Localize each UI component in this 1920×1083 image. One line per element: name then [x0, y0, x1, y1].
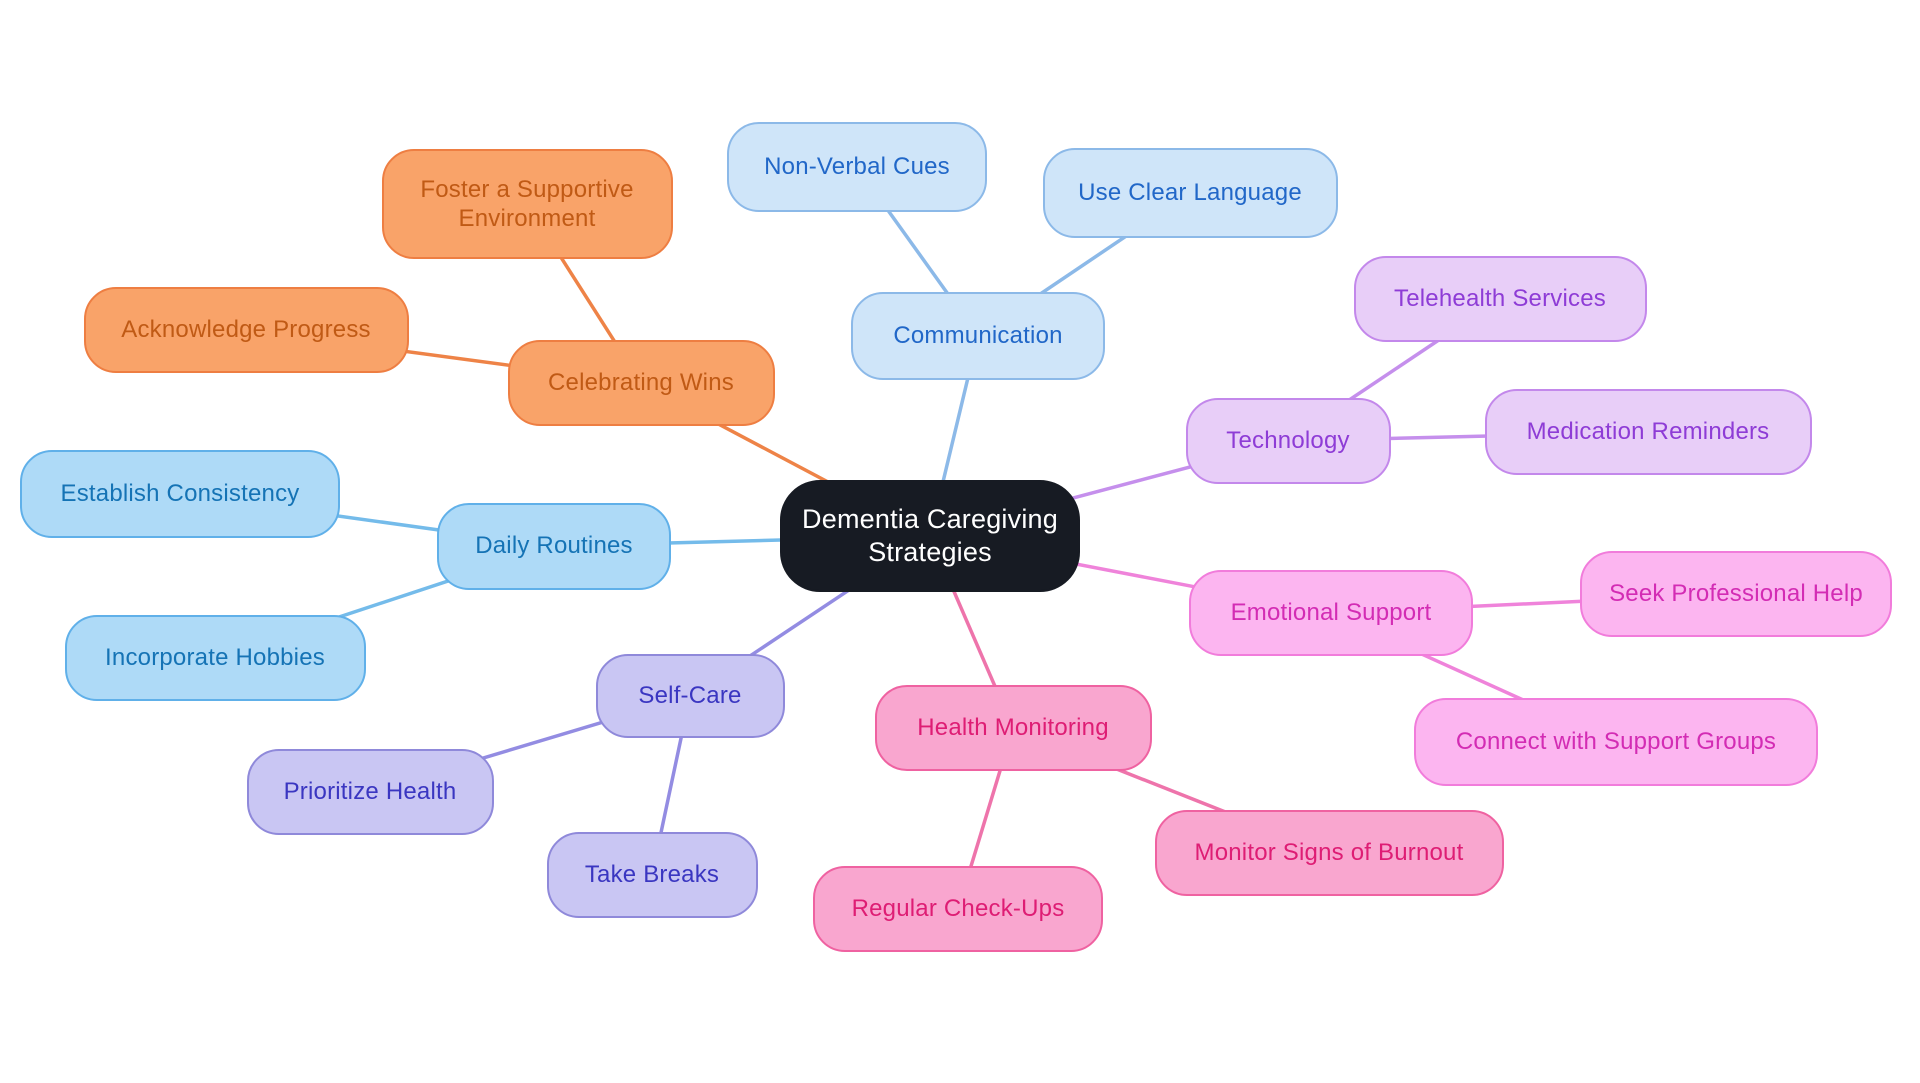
node-label: Prioritize Health [283, 778, 457, 806]
node-prioritize-health: Prioritize Health [246, 749, 494, 835]
node-establish-consistency: Establish Consistency [20, 450, 340, 538]
node-label: Telehealth Services [1394, 285, 1606, 313]
node-label: Establish Consistency [60, 480, 300, 508]
node-label: Communication [893, 322, 1063, 350]
node-incorporate-hobbies: Incorporate Hobbies [64, 615, 366, 701]
node-seek-professional-help: Seek Professional Help [1580, 551, 1892, 637]
node-label: Incorporate Hobbies [105, 644, 325, 672]
node-label: Daily Routines [475, 532, 633, 560]
node-daily-routines: Daily Routines [437, 502, 671, 590]
node-label: Self-Care [638, 682, 742, 710]
node-celebrating-wins: Celebrating Wins [507, 340, 775, 426]
node-label: Use Clear Language [1078, 179, 1302, 207]
node-medication-reminders: Medication Reminders [1484, 389, 1812, 475]
node-non-verbal-cues: Non-Verbal Cues [727, 122, 987, 212]
node-foster-supportive-env: Foster a Supportive Environment [381, 149, 673, 259]
node-label: Monitor Signs of Burnout [1194, 839, 1464, 867]
node-label: Connect with Support Groups [1455, 728, 1777, 756]
node-label: Technology [1226, 427, 1350, 455]
node-health-monitoring: Health Monitoring [874, 685, 1152, 771]
node-label: Take Breaks [584, 861, 720, 889]
node-use-clear-language: Use Clear Language [1042, 148, 1338, 238]
node-label: Dementia Caregiving Strategies [802, 504, 1058, 567]
node-label: Emotional Support [1230, 599, 1432, 627]
node-label: Celebrating Wins [548, 369, 734, 397]
node-label: Medication Reminders [1526, 418, 1770, 446]
node-label: Foster a Supportive Environment [420, 175, 634, 232]
node-emotional-support: Emotional Support [1189, 570, 1473, 656]
node-central: Dementia Caregiving Strategies [780, 480, 1080, 592]
node-label: Non-Verbal Cues [764, 153, 950, 181]
node-label: Health Monitoring [917, 714, 1109, 742]
node-self-care: Self-Care [595, 654, 785, 738]
node-label: Seek Professional Help [1609, 580, 1863, 608]
node-monitor-signs-burnout: Monitor Signs of Burnout [1154, 810, 1504, 896]
node-telehealth-services: Telehealth Services [1353, 256, 1647, 342]
node-connect-support-groups: Connect with Support Groups [1414, 698, 1818, 786]
node-technology: Technology [1185, 398, 1391, 484]
node-communication: Communication [851, 292, 1105, 380]
node-label: Regular Check-Ups [851, 895, 1065, 923]
node-acknowledge-progress: Acknowledge Progress [83, 287, 409, 373]
node-take-breaks: Take Breaks [546, 832, 758, 918]
node-label: Acknowledge Progress [121, 316, 371, 344]
node-regular-check-ups: Regular Check-Ups [813, 866, 1103, 952]
